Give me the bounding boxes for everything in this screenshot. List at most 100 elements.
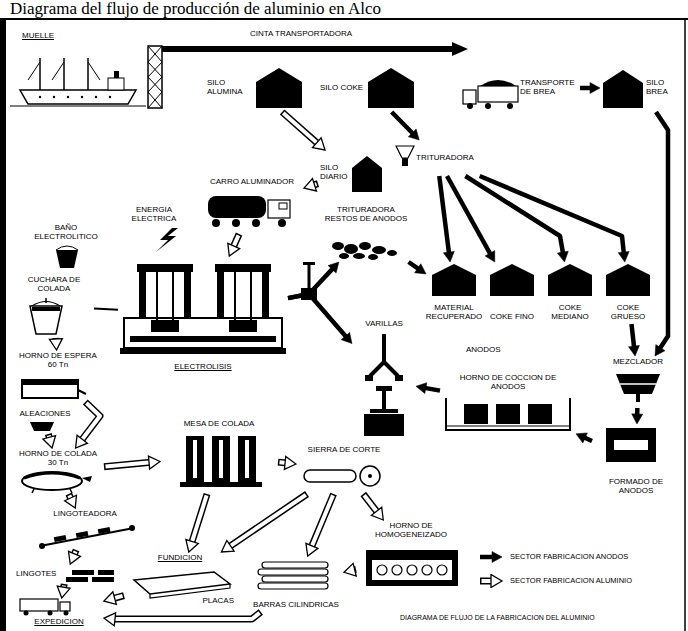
process-node: SILO COKE	[318, 64, 418, 112]
process-node: FUNDICIONPLACAS	[124, 552, 236, 608]
ship-boom	[28, 62, 40, 80]
node-label: EXPEDICION	[34, 618, 83, 627]
arrow-outline	[227, 494, 307, 548]
node-label: BARRAS CILINDRICAS	[253, 601, 339, 610]
arrow-body	[80, 403, 100, 443]
process-node: EXPEDICION	[14, 598, 104, 629]
process-node: VARILLAS	[352, 318, 416, 443]
annotation-label: ANODOS	[466, 346, 501, 355]
legend-swatch	[478, 574, 504, 588]
node-label: HORNO DE ESPERA 60 Tn	[14, 352, 102, 370]
node-label: PLACAS	[202, 597, 234, 606]
process-node: SILO DIARIO	[318, 150, 384, 196]
silo-symbol	[606, 264, 650, 296]
arrowhead	[557, 251, 568, 262]
anode-rod	[250, 272, 252, 322]
casting-mould	[186, 436, 204, 482]
rubble-piece	[344, 244, 358, 254]
flow-arrow	[104, 592, 124, 605]
arrow-body	[111, 613, 260, 619]
arrowhead	[328, 262, 339, 273]
process-node: ELECTROLISIS	[118, 256, 288, 374]
arrowhead	[628, 345, 639, 356]
conveyor-tower	[148, 46, 162, 108]
node-label: LINGOTES	[16, 570, 62, 579]
furnace-roof	[22, 380, 78, 385]
saw-hub	[368, 474, 372, 478]
truck-cab	[463, 90, 476, 104]
diagram-title: Diagrama del flujo de producción de alum…	[10, 0, 381, 17]
arrowhead	[655, 345, 665, 356]
arrowhead	[485, 251, 495, 262]
process-node: HORNO DE HOMOGENEIZADO	[356, 520, 466, 592]
anode-block	[464, 404, 488, 424]
arrowhead	[632, 414, 643, 424]
node-label: SILO BREA	[646, 79, 678, 97]
crusher-outlet	[402, 158, 408, 166]
process-node: SILO BREA	[600, 64, 680, 112]
flow-arrow	[628, 324, 639, 356]
arrowhead	[590, 83, 600, 94]
node-label: ENERGIA ELECTRICA	[114, 206, 194, 224]
cell-upright	[184, 270, 191, 318]
billet-end	[377, 565, 387, 575]
node-label: HORNO DE HOMOGENEIZADO	[358, 522, 464, 540]
arrowhead	[491, 575, 502, 588]
flow-arrow	[363, 494, 383, 520]
mixer-outlet	[636, 394, 640, 402]
arrowhead	[228, 243, 240, 256]
process-node: COKE FINO	[484, 262, 540, 324]
saw-blade	[360, 466, 380, 486]
ladle-symbol	[30, 306, 62, 334]
process-node: TRITURADORA	[392, 140, 482, 176]
silo-symbol	[490, 264, 534, 296]
flow-arrow	[49, 338, 62, 350]
ladle-metal	[32, 307, 60, 311]
arrowhead	[371, 507, 383, 520]
flow-arrow	[69, 550, 81, 564]
porthole	[81, 96, 83, 98]
baking-furnace	[446, 398, 570, 430]
diagram-caption: DIAGRAMA DE FLUJO DE LA FABRICACION DEL …	[400, 614, 595, 622]
node-label: BAÑO ELECTROLITICO	[24, 224, 108, 242]
flow-arrow	[104, 456, 160, 469]
bucket-symbol	[56, 250, 78, 268]
process-node: ALEACIONES	[12, 408, 78, 434]
process-node: CUCHARA DE COLADA	[14, 274, 94, 338]
legend-swatch	[478, 550, 504, 564]
billet-end	[422, 565, 432, 575]
arrow-body	[94, 308, 118, 309]
node-label: SILO ALUMINA	[207, 79, 253, 97]
flow-arrow	[43, 434, 56, 448]
legend-entry: SECTOR FABRICACION ANODOS	[478, 550, 628, 564]
ingot	[72, 570, 94, 575]
spent-anode-rod	[308, 264, 311, 288]
porthole	[67, 96, 69, 98]
frame-bar	[0, 18, 6, 631]
cell-beam	[215, 264, 271, 272]
rod-stem	[382, 334, 386, 362]
rod-fork	[370, 362, 398, 376]
node-label: HORNO DE COCCION DE ANODOS	[442, 374, 574, 392]
rubble-piece	[372, 246, 386, 254]
silo-symbol	[432, 264, 476, 296]
flow-arrow	[392, 112, 420, 140]
node-label: MEZCLADOR	[613, 358, 663, 367]
furnace-leg	[70, 489, 72, 493]
mixer-blade	[620, 383, 656, 385]
mould-slot	[219, 440, 223, 478]
node-label: CUCHARA DE COLADA	[16, 276, 92, 294]
silo-symbol	[368, 68, 414, 108]
flow-arrow	[409, 262, 426, 274]
arrowhead	[304, 179, 316, 191]
cell-upright	[139, 270, 146, 318]
arrowhead	[618, 251, 629, 262]
flow-arrow	[104, 612, 261, 626]
truck-wheel	[64, 611, 69, 616]
node-label: MATERIAL RECUPERADO	[426, 304, 482, 322]
arrowhead	[576, 433, 587, 443]
process-node: CARRO ALUMINADOR	[200, 176, 304, 234]
node-label: HORNO DE COLADA 30 Tn	[14, 450, 102, 468]
process-node: TRANSPORTE DE BREA	[460, 64, 580, 112]
